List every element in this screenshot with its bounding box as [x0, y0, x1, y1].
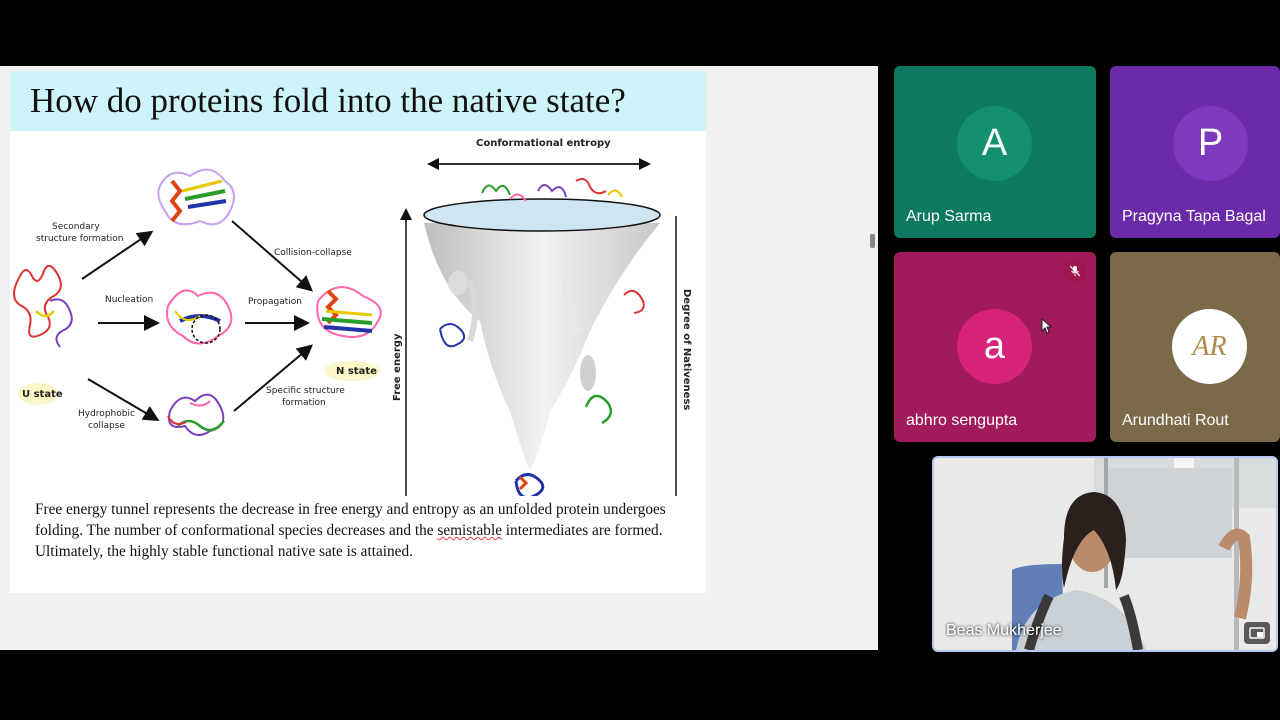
n-state-protein	[316, 286, 382, 338]
arrow-secondary	[81, 230, 154, 280]
free-energy-label: Free energy	[392, 333, 403, 401]
funnel-proteins	[439, 178, 645, 496]
arrow-hydrophobic	[87, 378, 160, 422]
participant-tile-arup[interactable]: A Arup Sarma	[894, 66, 1096, 238]
u-state-label: U state	[22, 389, 63, 400]
participant-name: Arup Sarma	[906, 208, 992, 225]
self-view-name: Beas Mukherjee	[946, 622, 1062, 639]
scrollbar-thumb[interactable]	[870, 234, 875, 248]
propagation-label: Propagation	[248, 297, 302, 307]
energy-funnel	[423, 198, 661, 471]
secondary-label-2: structure formation	[36, 234, 123, 244]
hydrophobic-label-1: Hydrophobic	[78, 409, 135, 419]
secondary-structure-protein	[157, 168, 235, 226]
collapsed-protein	[167, 393, 225, 436]
avatar: A	[957, 106, 1032, 181]
caption-text-1: Free energy tunnel represents the decrea…	[35, 501, 666, 539]
presentation-scrollbar[interactable]	[867, 66, 878, 650]
slide-caption: Free energy tunnel represents the decrea…	[35, 499, 695, 562]
nucleation-protein	[166, 289, 233, 345]
protein-folding-diagram: U state Secondary structure formation Co…	[13, 138, 692, 496]
conformational-entropy-label: Conformational entropy	[476, 138, 611, 149]
specific-label-1: Specific structure	[266, 386, 345, 396]
nucleation-label: Nucleation	[105, 295, 153, 305]
secondary-label-1: Secondary	[52, 222, 100, 232]
presentation-stage: How do proteins fold into the native sta…	[0, 66, 878, 650]
mouse-cursor-icon	[1041, 318, 1053, 334]
specific-label-2: formation	[282, 398, 326, 408]
participant-name: Arundhati Rout	[1122, 412, 1229, 429]
u-state-protein	[13, 264, 73, 348]
hydrophobic-label-2: collapse	[88, 421, 125, 431]
participant-tile-abhro[interactable]: a abhro sengupta	[894, 252, 1096, 442]
slide-title-bar: How do proteins fold into the native sta…	[10, 71, 706, 131]
avatar: AR	[1172, 309, 1247, 384]
arrow-collision	[231, 220, 314, 292]
n-state-badge	[324, 361, 380, 381]
participant-tile-pragyna[interactable]: P Pragyna Tapa Bagal	[1110, 66, 1280, 238]
n-state-label: N state	[336, 366, 377, 377]
slide: How do proteins fold into the native sta…	[10, 71, 706, 593]
camera-feed	[934, 458, 1276, 650]
u-state-badge	[18, 383, 58, 405]
mic-off-icon	[1064, 260, 1086, 282]
caption-text-2: intermediates are formed. Ultimately, th…	[35, 522, 663, 560]
collision-label: Collision-collapse	[274, 248, 352, 258]
participant-tile-arundhati[interactable]: AR Arundhati Rout	[1110, 252, 1280, 442]
nativeness-label: Degree of Nativeness	[681, 289, 692, 410]
avatar: a	[957, 309, 1032, 384]
arrow-specific	[233, 344, 314, 412]
caption-spellcheck-word: semistable	[437, 522, 502, 539]
slide-title: How do proteins fold into the native sta…	[30, 81, 626, 120]
self-video-tile[interactable]: Beas Mukherjee	[932, 456, 1278, 652]
participant-name: Pragyna Tapa Bagal	[1122, 208, 1266, 225]
avatar: P	[1173, 106, 1248, 181]
picture-in-picture-icon[interactable]	[1244, 622, 1270, 644]
participant-name: abhro sengupta	[906, 412, 1018, 429]
